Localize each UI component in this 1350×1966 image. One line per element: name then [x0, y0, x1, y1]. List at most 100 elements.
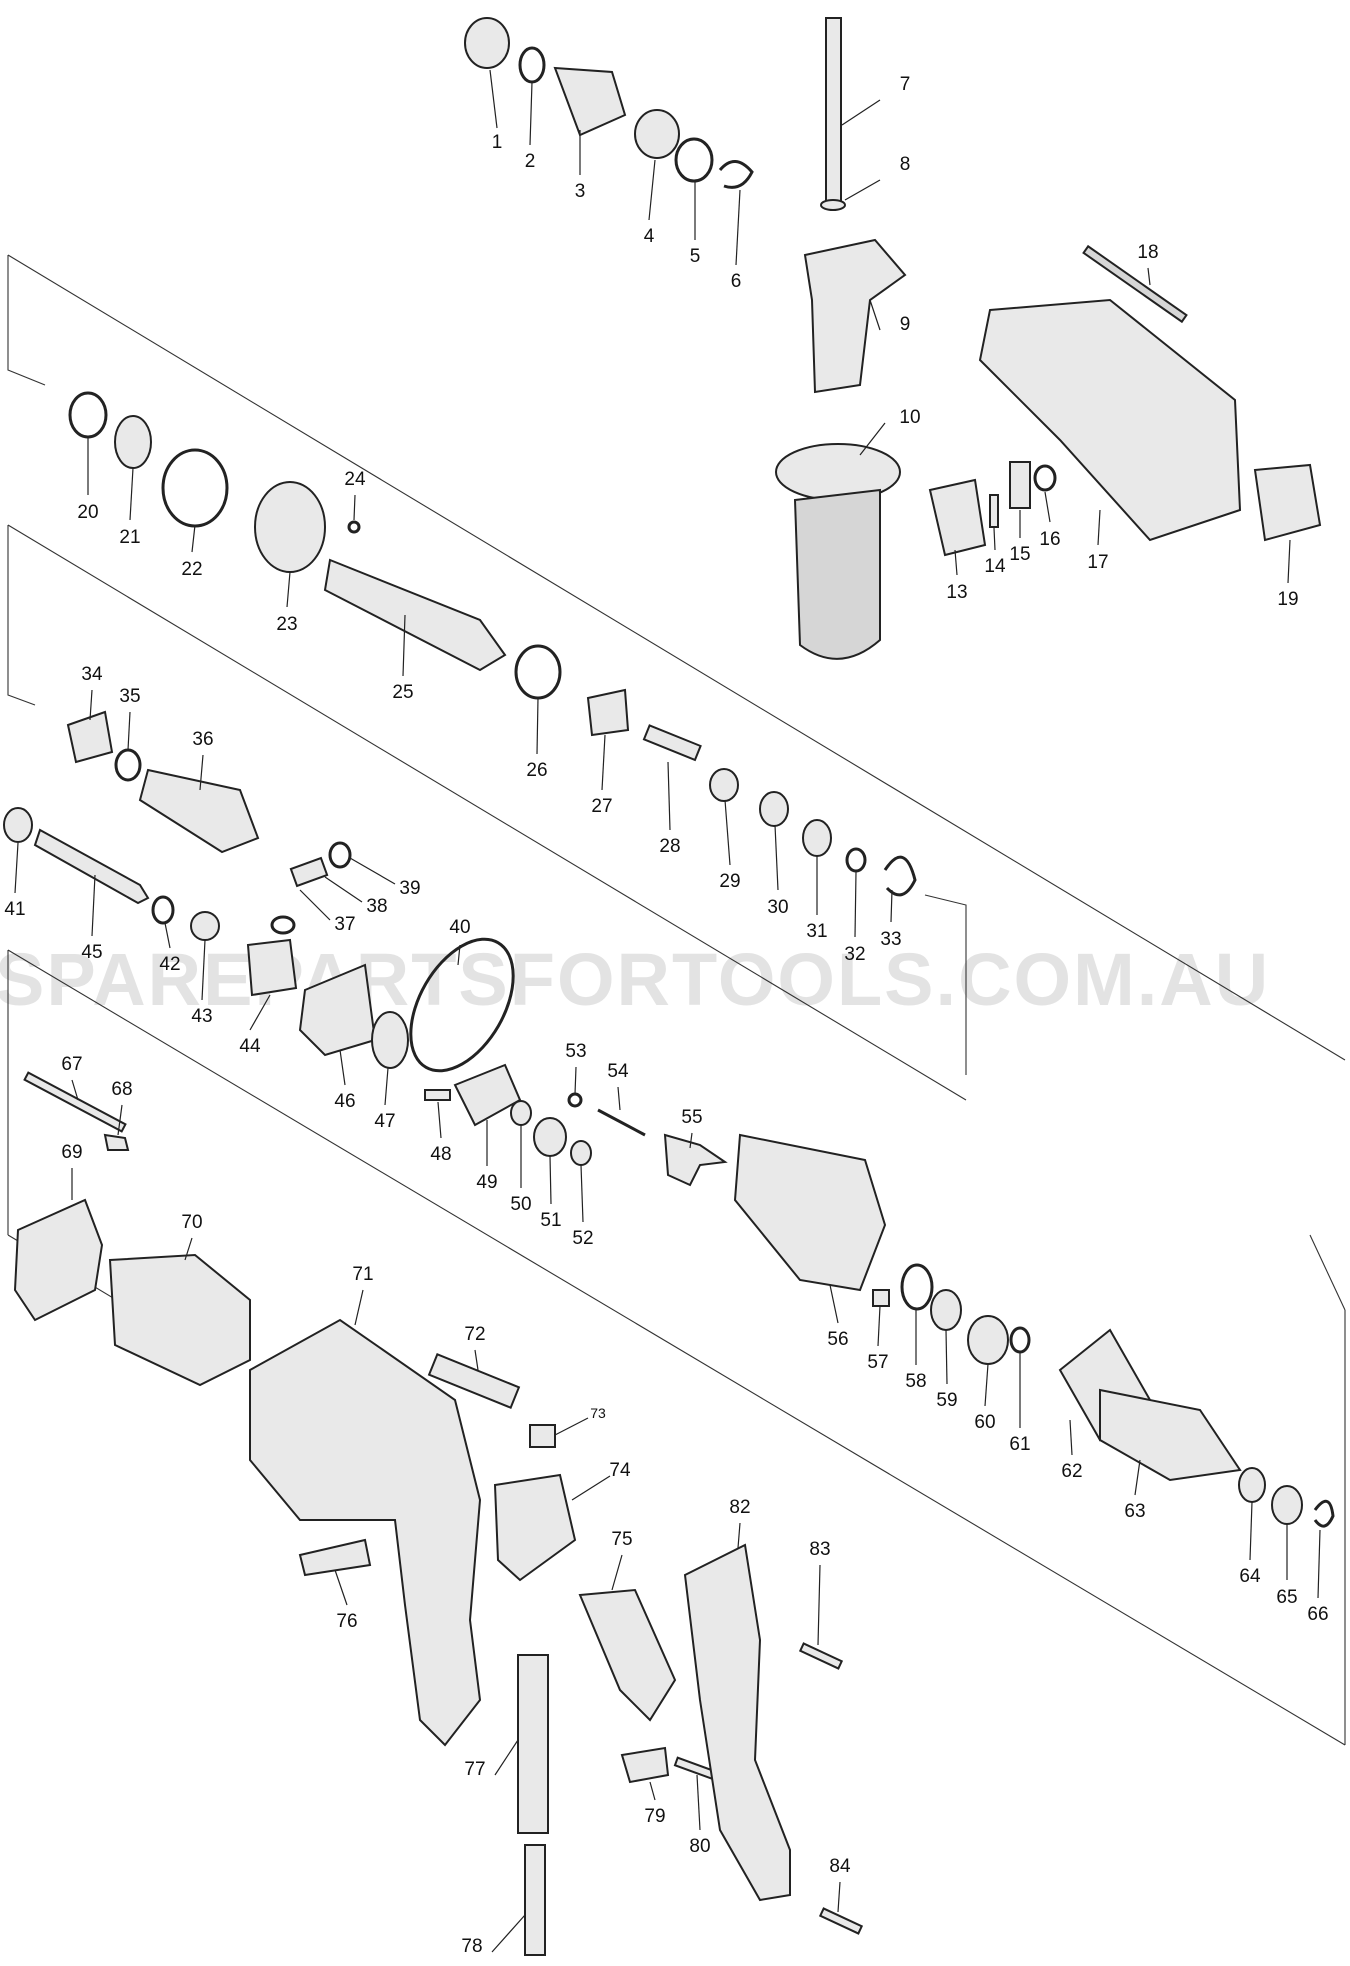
callout-label-78: 78 — [461, 1936, 482, 1957]
part-49-plate — [453, 1063, 522, 1127]
callout-label-3: 3 — [575, 181, 586, 202]
callout-label-34: 34 — [81, 664, 103, 685]
frame-middle-right — [924, 894, 967, 1075]
leader-line-22 — [191, 524, 196, 553]
leader-line-9 — [869, 299, 881, 331]
part-72-label — [427, 1353, 521, 1409]
callout-label-40: 40 — [449, 917, 470, 938]
callout-label-57: 57 — [867, 1352, 888, 1373]
part-64-washer — [1238, 1467, 1266, 1503]
leader-line-54 — [617, 1086, 621, 1111]
part-34-piston — [66, 710, 114, 764]
leader-line-45 — [91, 874, 96, 937]
part-10-handle-guard — [775, 443, 901, 501]
leader-line-74 — [571, 1475, 611, 1501]
callout-label-28: 28 — [659, 836, 680, 857]
part-36-cylinder — [138, 768, 260, 854]
part-45-spindle — [33, 828, 150, 905]
leader-line-10 — [859, 422, 886, 456]
leader-line-18 — [1147, 267, 1151, 286]
leader-line-83 — [817, 1564, 821, 1646]
leader-line-55 — [689, 1132, 693, 1149]
leader-line-25 — [402, 614, 406, 677]
leader-line-79 — [649, 1781, 656, 1801]
callout-label-13: 13 — [946, 582, 967, 603]
leader-line-29 — [724, 799, 731, 866]
part-48-screw — [424, 1089, 451, 1101]
callout-label-38: 38 — [366, 896, 387, 917]
part-83-screw — [798, 1642, 844, 1670]
callout-label-76: 76 — [336, 1611, 357, 1632]
part-18-screw — [1082, 244, 1188, 324]
leader-line-19 — [1287, 539, 1291, 584]
part-25-tool-holder — [323, 558, 507, 672]
callout-label-24: 24 — [344, 469, 366, 490]
leader-line-84 — [837, 1881, 841, 1913]
callout-label-27: 27 — [591, 796, 612, 817]
part-30-washer — [759, 791, 789, 827]
part-37-ring — [270, 915, 296, 935]
part-27-sleeve — [586, 688, 630, 737]
leader-line-41 — [14, 842, 19, 894]
leader-line-28 — [667, 761, 671, 831]
part-4-washer — [634, 109, 680, 159]
part-21-plate — [114, 415, 152, 469]
part-79-clamp — [620, 1746, 670, 1784]
callout-label-70: 70 — [181, 1212, 202, 1233]
callout-label-47: 47 — [374, 1111, 395, 1132]
callout-label-22: 22 — [181, 559, 202, 580]
leader-line-46 — [339, 1049, 346, 1086]
callout-label-7: 7 — [900, 74, 911, 95]
callout-label-79: 79 — [644, 1806, 665, 1827]
leader-line-27 — [601, 734, 606, 791]
leader-line-39 — [349, 857, 396, 885]
callout-label-43: 43 — [191, 1006, 212, 1027]
leader-line-4 — [648, 159, 656, 221]
part-66-ring — [1313, 1499, 1335, 1528]
part-5-ring — [674, 137, 714, 183]
parts — [3, 17, 1335, 1956]
part-60-bearing — [967, 1315, 1009, 1365]
callout-label-80: 80 — [689, 1836, 710, 1857]
leader-line-21 — [129, 467, 134, 521]
callout-label-59: 59 — [936, 1390, 957, 1411]
callout-label-51: 51 — [540, 1210, 561, 1231]
leader-line-64 — [1249, 1501, 1253, 1561]
part-22-spring — [161, 448, 229, 528]
part-40-o-ring — [409, 937, 515, 1073]
callout-label-55: 55 — [681, 1107, 702, 1128]
callout-label-6: 6 — [731, 271, 742, 292]
part-43-spring — [190, 911, 220, 941]
part-52-washer — [570, 1140, 592, 1166]
frame-middle-left — [7, 525, 36, 706]
leader-line-78 — [491, 1914, 526, 1953]
frame-middle-top — [7, 524, 967, 1101]
part-46-bearing-box — [298, 963, 377, 1057]
leader-line-35 — [127, 711, 131, 751]
part-3-sleeve — [553, 66, 627, 137]
callout-label-33: 33 — [880, 929, 901, 950]
callout-label-52: 52 — [572, 1228, 593, 1249]
part-38-pin — [289, 856, 329, 888]
part-17-gear-housing — [978, 298, 1242, 542]
leader-line-75 — [611, 1554, 623, 1591]
callout-label-17: 17 — [1087, 552, 1108, 573]
part-15-slider — [1009, 461, 1031, 509]
leader-line-44 — [249, 994, 271, 1031]
leader-line-40 — [457, 944, 461, 966]
callout-label-39: 39 — [399, 878, 420, 899]
part-6-spring — [718, 160, 754, 189]
callout-label-60: 60 — [974, 1412, 995, 1433]
part-56-inner-housing — [733, 1133, 887, 1292]
part-82-handle-cover — [683, 1543, 791, 1902]
part-29-washer — [709, 768, 739, 802]
frame-upper-left — [7, 255, 46, 386]
part-78-cord — [524, 1844, 546, 1956]
leader-line-43 — [201, 939, 206, 1001]
callout-label-82: 82 — [729, 1497, 750, 1518]
leader-line-59 — [945, 1329, 948, 1385]
frame-lower-right-tick — [1309, 1234, 1346, 1311]
leader-line-7 — [841, 99, 881, 126]
part-54-spring — [597, 1108, 646, 1137]
